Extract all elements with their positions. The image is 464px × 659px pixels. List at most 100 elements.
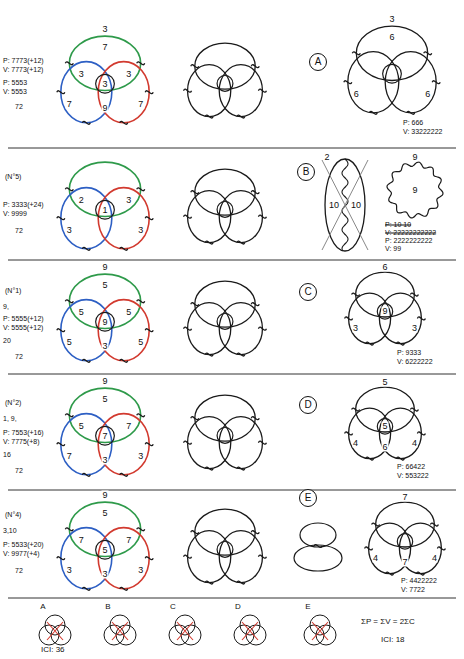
region-number: 5 — [101, 395, 108, 404]
twist-mark — [184, 215, 192, 218]
knot-strand — [349, 408, 391, 458]
twist-mark — [57, 329, 65, 332]
letter-text: A — [315, 57, 322, 67]
region-number: 7 — [101, 431, 108, 440]
mini-circle — [116, 625, 136, 645]
knot-core — [96, 312, 115, 331]
region-number: 9 — [101, 317, 108, 326]
mini-circle — [181, 625, 201, 645]
knot-strand — [219, 417, 262, 469]
twist-mark — [184, 555, 192, 558]
loop-figure — [294, 523, 342, 571]
mini-circle — [169, 625, 189, 645]
knot-strand — [219, 303, 262, 355]
region-number: B — [104, 603, 111, 611]
region-number: 6 — [381, 262, 388, 271]
mini-circle — [304, 625, 324, 645]
knot-figure — [345, 272, 426, 345]
twist-mark — [251, 65, 259, 68]
knot-figure — [184, 43, 267, 118]
twist-mark — [237, 353, 245, 356]
mini-figure — [234, 615, 266, 645]
twist-mark — [345, 432, 353, 435]
mini-mark — [312, 622, 328, 640]
twist-mark — [432, 81, 440, 84]
region-number: 6 — [388, 33, 395, 42]
region-number: 3 — [388, 15, 395, 24]
twist-mark — [184, 327, 192, 330]
twist-mark — [417, 432, 425, 435]
region-number: 5 — [78, 308, 85, 317]
twist-mark — [184, 441, 192, 444]
region-number: 4 — [352, 439, 359, 448]
twist-mark — [237, 115, 245, 118]
twist-mark — [410, 408, 418, 411]
separator-line — [8, 490, 456, 491]
twist-mark — [205, 115, 213, 118]
region-number: 2 — [78, 196, 85, 205]
annotation-text: V: 9999 — [2, 210, 28, 217]
region-number: 5 — [101, 509, 108, 518]
region-number: 6 — [381, 442, 388, 451]
annotation-text: 3,10 — [2, 527, 18, 534]
knot-strand — [379, 293, 421, 343]
knot-core — [383, 64, 402, 83]
region-number: 6 — [424, 90, 431, 99]
knot-strand — [369, 523, 411, 573]
knot-figure — [344, 26, 440, 114]
knot-strand — [348, 52, 399, 113]
mini-circle — [51, 625, 71, 645]
knot-strand — [61, 414, 112, 475]
knot-strand — [188, 191, 231, 243]
circled-letter: A — [309, 53, 327, 71]
twist-mark — [365, 547, 373, 550]
twist-mark — [191, 417, 199, 420]
knot-strand — [195, 509, 255, 555]
region-number: 5 — [66, 338, 73, 347]
twist-mark — [137, 528, 145, 531]
twist-mark — [258, 441, 266, 444]
region-number: 7 — [125, 422, 132, 431]
twist-mark — [145, 217, 153, 220]
annotation-text: V: 6222222 — [396, 358, 434, 365]
mini-mark — [177, 622, 193, 640]
loop — [300, 523, 336, 547]
twist-mark — [205, 241, 213, 244]
knot-strand — [61, 62, 112, 123]
knot-strand — [188, 531, 231, 583]
mini-circle — [316, 625, 336, 645]
knot-strand — [98, 188, 149, 249]
knot-strand — [188, 417, 231, 469]
annotation-text: P: 5555(+12) — [2, 315, 45, 322]
knot-figure — [57, 502, 153, 590]
region-number: 3 — [101, 456, 108, 465]
separator-line — [8, 260, 456, 261]
twist-mark — [372, 523, 380, 526]
region-number: 3 — [66, 566, 73, 575]
region-number: 7 — [401, 557, 408, 566]
annotation-text: ICI: 18 — [380, 636, 406, 644]
knot-strand — [399, 523, 441, 573]
knot-figure — [57, 274, 153, 362]
region-number: 7 — [66, 452, 73, 461]
region-number: 3 — [411, 324, 418, 333]
twist-mark — [120, 121, 128, 124]
region-number: 7 — [401, 492, 408, 501]
knot-figure — [57, 162, 153, 250]
letter-text: E — [305, 493, 312, 503]
mini-figure — [304, 615, 336, 645]
knot-core — [217, 542, 233, 558]
knot-core — [217, 202, 233, 218]
annotation-text: P: 5533(+20) — [2, 541, 45, 548]
twist-mark — [57, 557, 65, 560]
twist-mark — [430, 523, 438, 526]
twist-mark — [344, 81, 352, 84]
knot-core — [377, 304, 392, 319]
knot-strand — [98, 62, 149, 123]
region-number: 3 — [101, 79, 108, 88]
annotation-text: P: 9333 — [396, 349, 422, 356]
annotation-text: P: 7773(+12) — [2, 57, 45, 64]
twist-mark — [137, 414, 145, 417]
annotation-text: P: 10 10 — [384, 221, 412, 228]
